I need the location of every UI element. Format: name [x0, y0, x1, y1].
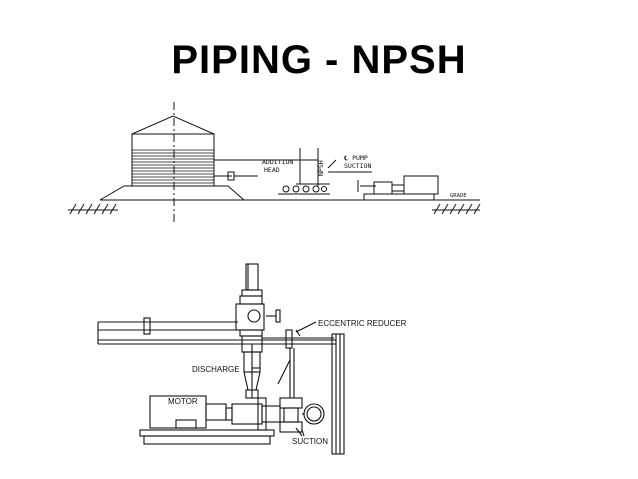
- bottom-pump-piping-diagram: [97, 263, 345, 455]
- discharge-riser: [235, 263, 281, 399]
- pipe-rack: [97, 317, 336, 345]
- suction-valves: [278, 185, 330, 195]
- grade-label: GRADE: [450, 193, 467, 199]
- npsh-label: NPSH: [317, 160, 325, 176]
- tank-body: [131, 133, 215, 187]
- addition-head-label-1: ADDITION: [262, 158, 293, 166]
- pump-body: [225, 397, 281, 431]
- ground-hatch-left: [68, 203, 118, 215]
- motor-label: MOTOR: [168, 397, 198, 406]
- suction-leader: [301, 429, 305, 437]
- tank-roof: [131, 115, 215, 135]
- pump-suction-label-2: SUCTION: [344, 162, 371, 170]
- discharge-label: DISCHARGE: [192, 365, 240, 374]
- tank-foundation: [99, 185, 245, 201]
- pump-suction-label-1: ℄ PUMP: [343, 154, 368, 162]
- motor-unit: [149, 395, 227, 429]
- addition-head-label-2: HEAD: [264, 166, 280, 174]
- baseplate: [139, 429, 275, 445]
- ground-hatch-right: [432, 203, 481, 215]
- pump-motor-skid: [357, 175, 439, 201]
- eccentric-reducer-piping: [262, 321, 334, 349]
- suction-line: [277, 348, 325, 437]
- slide-title: PIPING - NPSH: [171, 38, 467, 82]
- tank-hatching: [132, 149, 214, 184]
- pump-suction-leader: [327, 159, 337, 169]
- top-tank-elevation-diagram: [68, 102, 481, 222]
- eccentric-reducer-label: ECCENTRIC REDUCER: [318, 319, 407, 328]
- support-column: [331, 333, 345, 455]
- suction-label: SUCTION: [292, 437, 328, 446]
